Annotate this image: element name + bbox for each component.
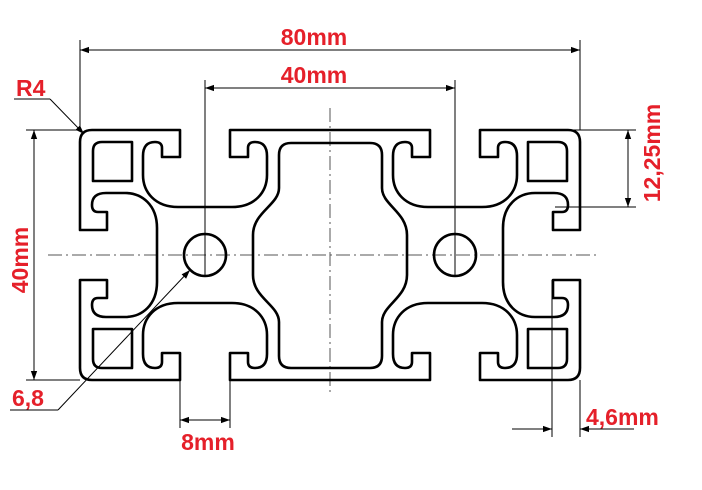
corner-cavity-bl	[91, 327, 134, 370]
corner-cavity-br	[526, 327, 569, 370]
label-6-8: 6,8	[12, 385, 44, 411]
label-8mm: 8mm	[181, 429, 235, 455]
dimension-overall-width: 80mm	[79, 24, 581, 130]
corner-cavity-tl	[91, 140, 134, 183]
label-40mm-height: 40mm	[7, 227, 33, 293]
profile-outer-contour	[78, 128, 582, 382]
dimension-hole-spacing: 40mm	[204, 62, 456, 275]
dimension-hole-diameter: 6,8	[10, 269, 191, 411]
label-4-6mm: 4,6mm	[586, 404, 659, 430]
dimension-height: 40mm	[7, 129, 80, 381]
dimension-slot-width: 8mm	[179, 353, 235, 455]
profile-corner-cavities	[91, 140, 569, 370]
profile-center-cavity	[251, 141, 409, 370]
dimension-slot-offset: 12,25mm	[520, 104, 665, 208]
label-12-25mm: 12,25mm	[639, 104, 665, 202]
corner-cavity-tr	[526, 140, 569, 183]
label-40mm-spacing: 40mm	[281, 62, 347, 88]
label-r4: R4	[16, 75, 46, 101]
dimension-corner-radius: R4	[14, 75, 85, 135]
dimension-wall-thickness: 4,6mm	[512, 280, 659, 437]
label-80mm: 80mm	[281, 24, 347, 50]
